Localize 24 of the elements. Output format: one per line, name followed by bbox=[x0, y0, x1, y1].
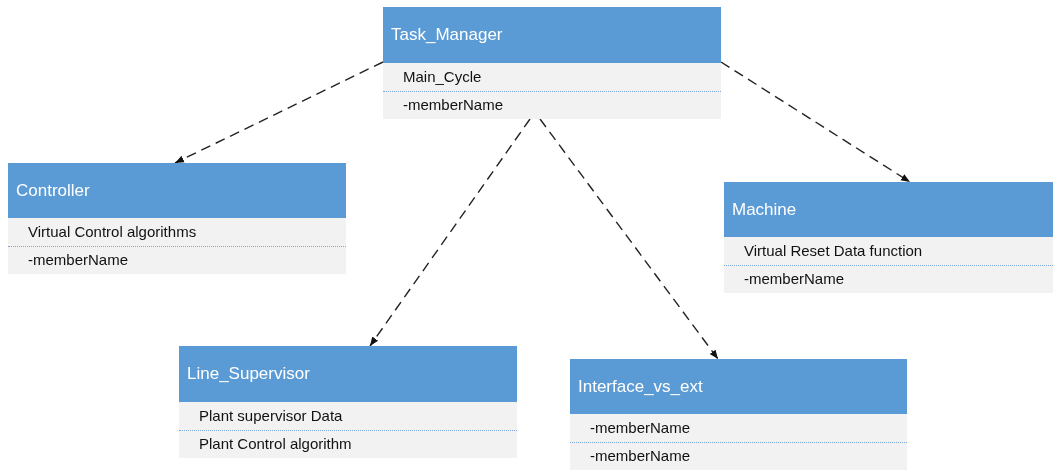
class-member: -memberName bbox=[383, 91, 721, 119]
class-member: Plant Control algorithm bbox=[179, 430, 517, 458]
dashed-arrow bbox=[369, 118, 531, 347]
class-name: Interface_vs_ext bbox=[570, 359, 907, 414]
class-box bbox=[724, 182, 1053, 293]
class-member: -memberName bbox=[8, 246, 346, 274]
class-member: -memberName bbox=[589, 417, 692, 438]
class-box bbox=[570, 359, 907, 470]
class-member: Main_Cycle bbox=[402, 66, 483, 87]
class-box bbox=[8, 163, 346, 274]
class-member: Virtual Reset Data function bbox=[743, 240, 924, 261]
class-member: -memberName bbox=[570, 442, 907, 470]
dashed-arrow bbox=[174, 61, 384, 164]
class-name: Task_Manager bbox=[383, 7, 721, 63]
dashed-arrow bbox=[720, 61, 911, 183]
class-box bbox=[179, 346, 517, 458]
class-member: Virtual Control algorithms bbox=[27, 221, 198, 242]
dashed-arrow bbox=[539, 118, 719, 360]
class-name: Line_Supervisor bbox=[179, 346, 517, 402]
class-name: Machine bbox=[724, 182, 1053, 237]
class-member: -memberName bbox=[724, 265, 1053, 293]
class-member: Plant supervisor Data bbox=[198, 405, 344, 426]
class-box bbox=[383, 7, 721, 119]
class-name: Controller bbox=[8, 163, 346, 218]
